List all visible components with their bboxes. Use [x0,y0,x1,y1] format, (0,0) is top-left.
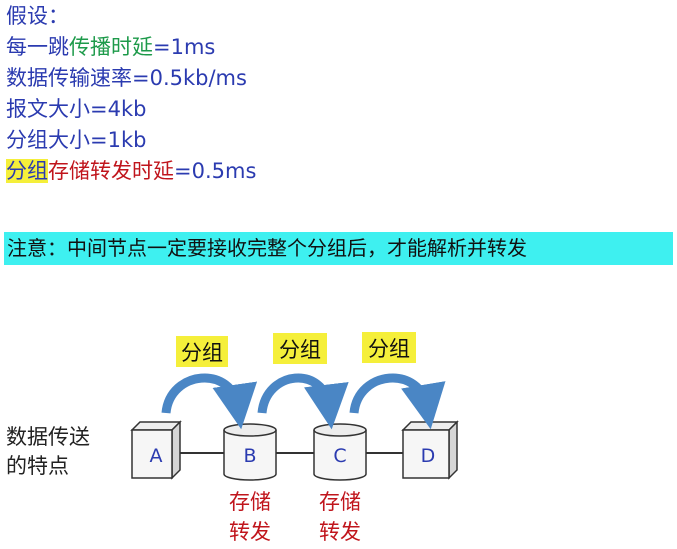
node-b-forward-label: 转发 [229,520,271,544]
note-banner: 注意：中间节点一定要接收完整个分组后，才能解析并转发 [4,232,673,265]
node-b-router: B [223,423,277,481]
assumption-packet-size: 分组大小=1kb [6,128,147,152]
hop-arrow-a-b [161,373,258,430]
node-d-label: D [421,445,436,467]
store-forward-value: =0.5ms [174,159,257,183]
node-b-store-label: 存储 [229,490,271,514]
hop-arrow-c-d [349,373,446,430]
node-c-label: C [333,445,346,467]
hop-arrow-b-c [257,373,349,430]
packet-label-1: 分组 [176,336,228,367]
node-d-host: D [401,420,459,480]
assumption-store-forward-delay: 分组存储转发时延=0.5ms [6,157,256,185]
propagation-value: =1ms [153,35,216,59]
store-forward-term: 存储转发时延 [48,159,174,183]
packet-label-2: 分组 [273,333,327,364]
propagation-prefix: 每一跳 [6,35,69,59]
packet-highlight: 分组 [6,159,48,183]
diagram-caption-line1: 数据传送 [6,425,90,449]
packet-label-3: 分组 [362,332,416,363]
node-a-label: A [150,445,163,467]
node-b-label: B [243,445,256,467]
propagation-delay-term: 传播时延 [69,35,153,59]
node-c-forward-label: 转发 [319,520,361,544]
node-a-host: A [130,420,182,480]
assumption-transmission-rate: 数据传输速率=0.5kb/ms [6,66,247,90]
assumption-message-size: 报文大小=4kb [6,97,147,121]
assumptions-heading: 假设： [6,4,69,28]
node-c-store-label: 存储 [319,490,361,514]
node-c-router: C [313,423,367,481]
packet-label-text: 分组 [181,341,223,365]
packet-label-text: 分组 [368,337,410,361]
assumption-propagation-delay: 每一跳传播时延=1ms [6,33,215,61]
packet-label-text: 分组 [279,338,321,362]
diagram-caption-line2: 的特点 [6,454,69,478]
